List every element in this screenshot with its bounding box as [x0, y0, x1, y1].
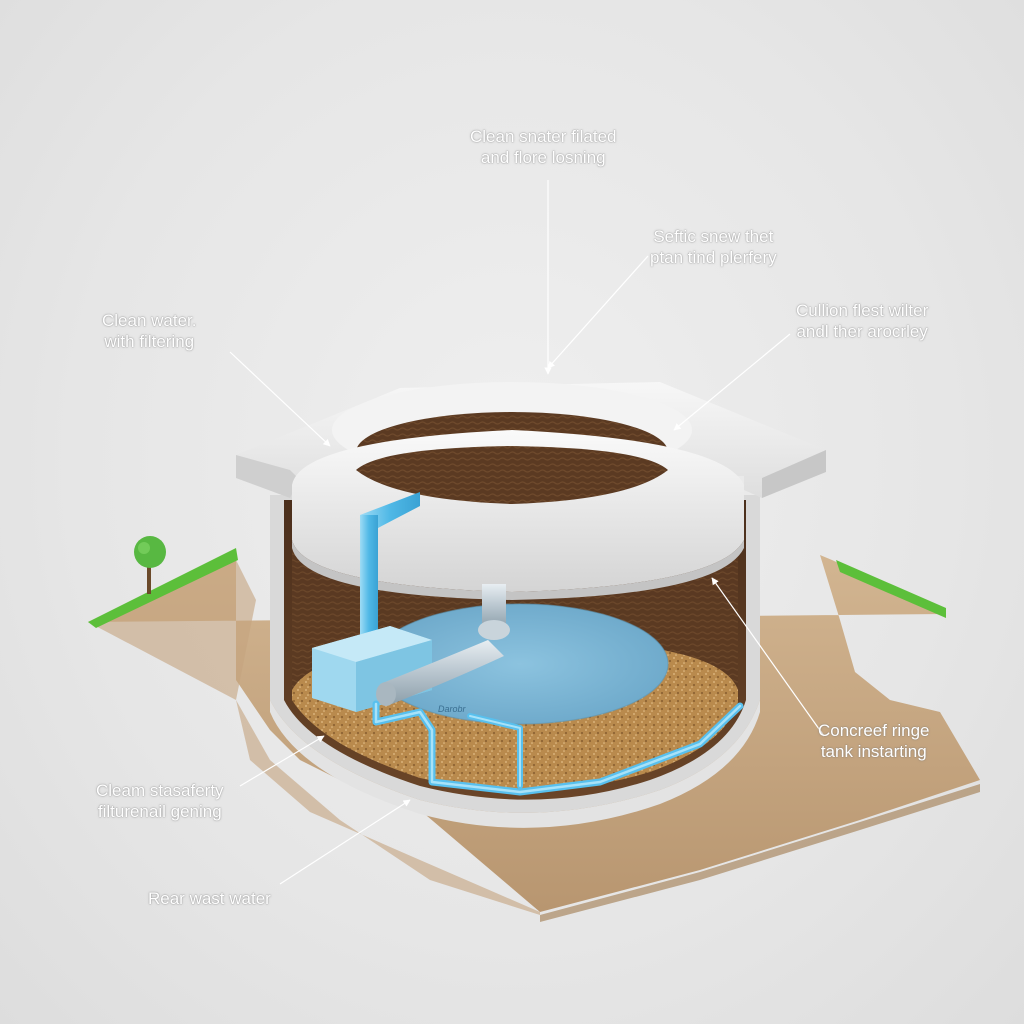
leader-upper-right: [547, 255, 649, 369]
leader-lower-left: [239, 735, 325, 787]
label-right-lower-line2: tank instarting: [820, 742, 927, 761]
label-left-line1: Clean water.: [102, 311, 197, 330]
tree-icon: [134, 536, 166, 594]
label-left: Clean water. with filtering: [102, 310, 197, 352]
label-lower-left: Cleam stasaferty filturenail gening: [96, 780, 224, 822]
drainage-pipes: [372, 700, 744, 796]
concrete-ring: [292, 382, 744, 600]
grass-right: [836, 560, 946, 618]
label-top-center: Clean snater filated and flore losning: [470, 126, 616, 168]
grass-left: [88, 548, 238, 628]
water-pool: [372, 604, 668, 724]
label-right-lower: Concreef ringe tank instarting: [818, 720, 930, 762]
pipe-tag: Darobr: [438, 704, 467, 714]
label-far-right: Cullion flest wilter andl ther arocrley: [796, 300, 928, 342]
leader-far-right: [673, 333, 791, 431]
label-top-center-line2: and flore losning: [480, 148, 606, 167]
label-far-right-line2: andl ther arocrley: [796, 322, 928, 341]
label-lower-left-line1: Cleam stasaferty: [96, 781, 224, 800]
label-right-lower-line1: Concreef ringe: [818, 721, 930, 740]
inlet-pipe: [360, 492, 420, 660]
label-lower-left-line2: filturenail gening: [97, 802, 222, 821]
pipe-icon: [376, 584, 510, 706]
label-upper-right-line2: ptan tind plerfery: [650, 248, 777, 267]
label-top-center-line1: Clean snater filated: [470, 127, 617, 146]
leader-lines: [229, 180, 825, 885]
label-far-right-line1: Cullion flest wilter: [796, 301, 929, 320]
label-bottom-left: Rear wast water: [148, 888, 271, 909]
leader-right-lower: [711, 577, 825, 737]
label-upper-right: Seftic snew thet ptan tind plerfery: [650, 226, 777, 268]
label-left-line2: with filtering: [104, 332, 195, 351]
label-bottom-left-line1: Rear wast water: [148, 889, 271, 908]
label-upper-right-line1: Seftic snew thet: [653, 227, 774, 246]
leader-bottom-left: [279, 799, 411, 885]
leader-left: [229, 351, 331, 447]
